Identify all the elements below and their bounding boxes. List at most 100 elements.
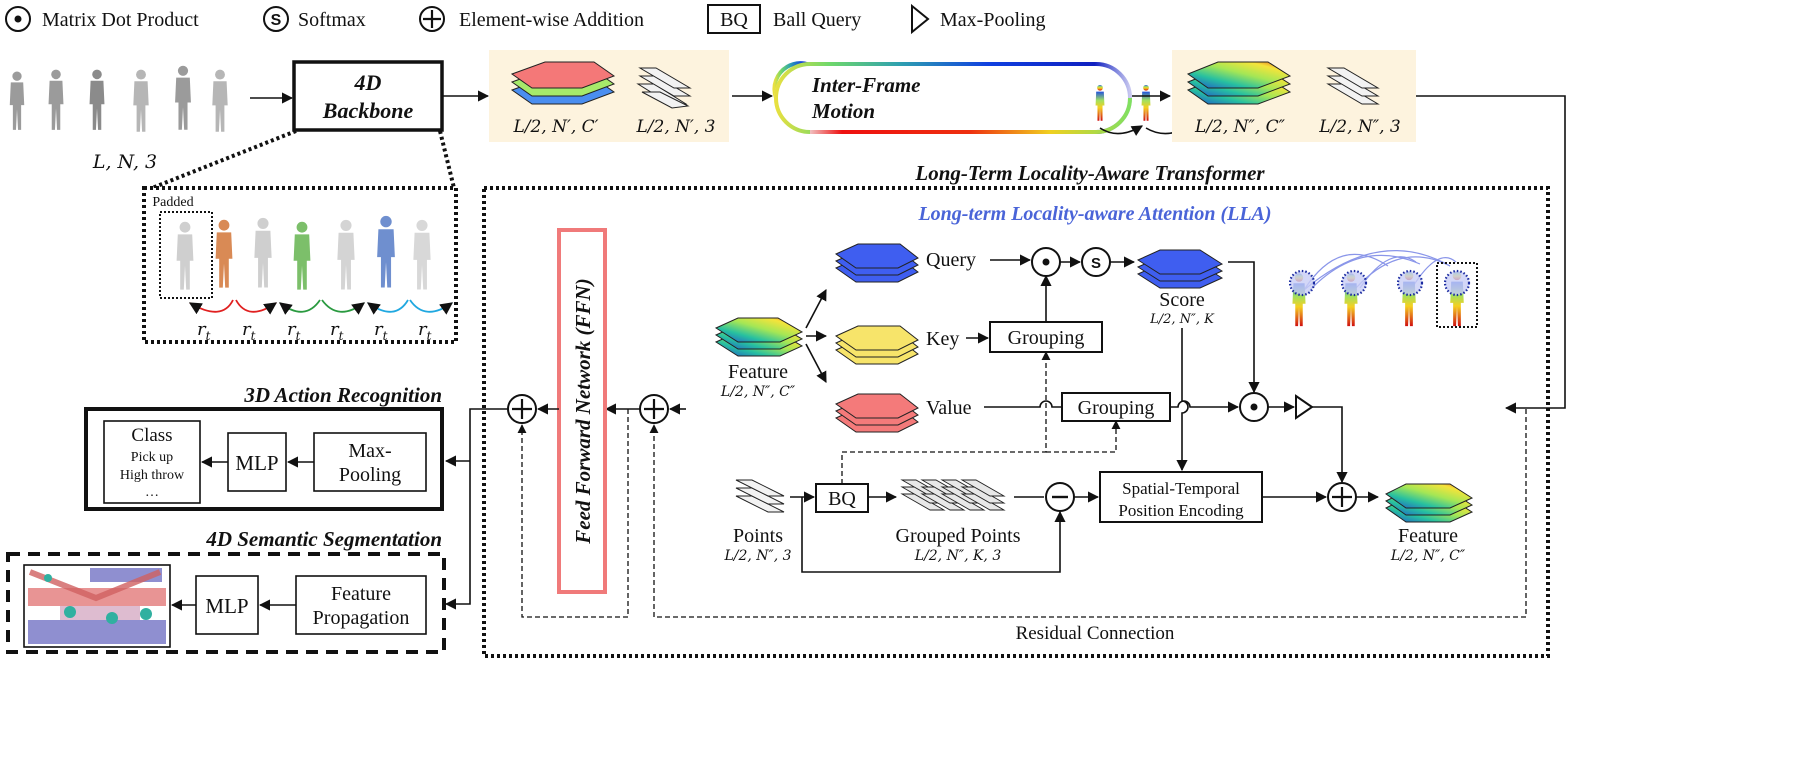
svg-text:Grouping: Grouping bbox=[1008, 327, 1085, 349]
feature-propagation-box[interactable]: Feature Propagation bbox=[295, 575, 427, 635]
motion-output-panel: L/2, N″, C″ L/2, N″, 3 bbox=[1172, 50, 1416, 142]
value-grouping-box[interactable]: Grouping bbox=[1061, 392, 1171, 422]
value-label: Value bbox=[926, 397, 972, 419]
locality-attention-illustration bbox=[1288, 250, 1478, 328]
feature-stack-gradient bbox=[1186, 61, 1292, 105]
svg-text:rt: rt bbox=[242, 319, 256, 343]
padded-frame-box bbox=[159, 211, 213, 299]
ffn-block[interactable]: Feed Forward Network (FFN) bbox=[557, 228, 607, 594]
motion-label: Motion bbox=[811, 99, 875, 123]
point-cloud-frame bbox=[89, 69, 105, 130]
legend-label: Max-Pooling bbox=[940, 9, 1046, 31]
score-label: Score bbox=[1159, 289, 1205, 311]
legend-item-max-pooling: Max-Pooling bbox=[911, 3, 1046, 35]
feature-shape: L/2, N″, C″ bbox=[720, 384, 796, 400]
score-shape: L/2, N″, K bbox=[1149, 312, 1215, 327]
ffn-residual-add bbox=[507, 394, 537, 424]
max-pooling-icon bbox=[911, 3, 930, 35]
svg-text:rt: rt bbox=[197, 319, 211, 343]
feature-label: Feature bbox=[1398, 525, 1458, 547]
stride-arrows bbox=[188, 299, 454, 315]
key-stack bbox=[834, 325, 919, 365]
segmentation-head: MLP Feature Propagation bbox=[6, 552, 446, 654]
points-shape: L/2, N″, 3 bbox=[723, 548, 791, 564]
legend-label: Softmax bbox=[298, 9, 366, 31]
addition-op bbox=[1327, 482, 1357, 512]
feature-stack-rgb bbox=[510, 61, 616, 105]
svg-text:Pick up: Pick up bbox=[131, 450, 173, 465]
stride-labels: rt rt rt rt rt rt bbox=[197, 319, 432, 343]
ball-query-icon bbox=[707, 4, 761, 34]
point-cloud-frame bbox=[212, 69, 228, 132]
feature-shape: L/2, N″, C″ bbox=[1194, 117, 1286, 137]
points-stack bbox=[1326, 67, 1380, 105]
svg-text:Propagation: Propagation bbox=[313, 607, 410, 629]
svg-text:Position Encoding: Position Encoding bbox=[1118, 501, 1244, 520]
svg-text:Pooling: Pooling bbox=[339, 464, 401, 486]
point-cloud-frame bbox=[175, 65, 191, 130]
legend-label: Element-wise Addition bbox=[459, 9, 644, 31]
subtraction-op bbox=[1045, 482, 1075, 512]
points-shape: L/2, N″, 3 bbox=[1318, 117, 1401, 137]
transformer-title: Long-Term Locality-Aware Transformer bbox=[914, 161, 1265, 185]
points-label: Points bbox=[733, 525, 783, 547]
svg-text:Spatial-Temporal: Spatial-Temporal bbox=[1122, 479, 1240, 498]
softmax-icon bbox=[263, 6, 289, 32]
value-stack bbox=[834, 393, 919, 433]
segmentation-scene-image bbox=[23, 564, 171, 648]
feature-shape: L/2, N″, C″ bbox=[1390, 548, 1466, 564]
padded-label: Padded bbox=[152, 195, 193, 210]
legend: Matrix Dot Product S Softmax Element-wis… bbox=[5, 3, 1046, 35]
score-stack bbox=[1136, 249, 1224, 289]
legend-item-softmax: S Softmax bbox=[263, 6, 366, 32]
dot-product-op bbox=[1031, 247, 1061, 277]
query-stack bbox=[834, 243, 919, 283]
feature-shape: L/2, N′, C′ bbox=[512, 117, 598, 137]
transformer-boundary bbox=[482, 186, 1550, 658]
legend-item-dot-product: Matrix Dot Product bbox=[5, 6, 199, 32]
svg-text:BQ: BQ bbox=[828, 488, 856, 510]
mlp-box[interactable]: MLP bbox=[227, 432, 287, 492]
mlp-box[interactable]: MLP bbox=[195, 575, 259, 635]
backbone-output-panel: L/2, N′, C′ L/2, N′, 3 bbox=[489, 50, 729, 142]
svg-text:Grouping: Grouping bbox=[1078, 397, 1155, 419]
inter-frame-motion-block[interactable]: Inter-Frame Motion bbox=[772, 61, 1255, 136]
action-recognition-title: 3D Action Recognition bbox=[243, 383, 442, 407]
svg-text:rt: rt bbox=[287, 319, 301, 343]
svg-text:MLP: MLP bbox=[235, 451, 278, 475]
segmentation-title: 4D Semantic Segmentation bbox=[205, 527, 442, 551]
legend-item-ball-query: BQ Ball Query bbox=[707, 4, 861, 34]
svg-text:Class: Class bbox=[131, 425, 172, 446]
point-cloud-frame bbox=[9, 71, 25, 130]
legend-item-addition: Element-wise Addition bbox=[419, 6, 644, 32]
ball-query-box[interactable]: BQ bbox=[815, 483, 869, 513]
max-pooling-box[interactable]: Max- Pooling bbox=[313, 432, 427, 492]
key-grouping-box[interactable]: Grouping bbox=[989, 321, 1103, 353]
points-stack bbox=[735, 479, 785, 513]
class-output-box: Class Pick up High throw … bbox=[103, 420, 201, 504]
backbone-label: 4D bbox=[354, 70, 382, 95]
points-shape: L/2, N′, 3 bbox=[636, 117, 716, 137]
lla-block: Feature L/2, N″, C″ Query Key Grouping bbox=[684, 227, 1506, 593]
points-stack bbox=[636, 67, 692, 109]
point-cloud-frame bbox=[48, 69, 64, 130]
svg-text:Feature: Feature bbox=[331, 583, 391, 605]
lla-input-feature bbox=[714, 317, 804, 357]
svg-text:rt: rt bbox=[330, 319, 344, 343]
grouped-points-label: Grouped Points bbox=[896, 525, 1021, 547]
legend-label: Ball Query bbox=[773, 9, 861, 31]
input-shape: L, N, 3 bbox=[92, 151, 157, 173]
svg-text:High throw: High throw bbox=[120, 468, 185, 483]
svg-text:MLP: MLP bbox=[205, 594, 248, 618]
lla-residual-add bbox=[639, 394, 669, 424]
feature-label: Feature bbox=[728, 361, 788, 383]
svg-text:…: … bbox=[145, 485, 159, 500]
motion-label: Inter-Frame bbox=[811, 73, 921, 97]
backbone-block[interactable]: 4D Backbone bbox=[292, 60, 444, 132]
svg-text:S: S bbox=[1091, 255, 1101, 272]
svg-text:rt: rt bbox=[374, 319, 388, 343]
action-recognition-head: Class Pick up High throw … MLP Max- Pool… bbox=[84, 407, 444, 511]
position-encoding-box[interactable]: Spatial-Temporal Position Encoding bbox=[1099, 471, 1263, 523]
legend-label: Matrix Dot Product bbox=[42, 9, 199, 31]
backbone-label: Backbone bbox=[322, 98, 414, 123]
